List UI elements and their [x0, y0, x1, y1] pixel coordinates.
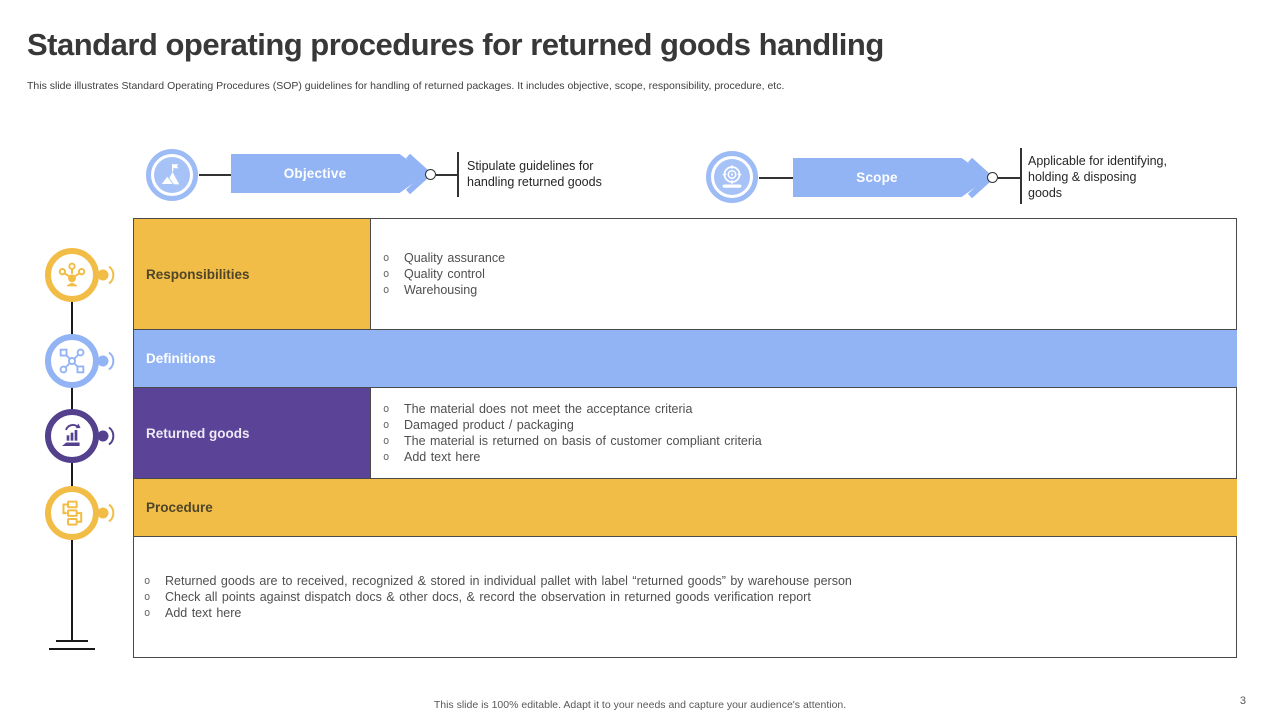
rail-connector: [97, 351, 115, 371]
rail-connector: [97, 426, 115, 446]
page-title: Standard operating procedures for return…: [27, 27, 884, 62]
target-scope-icon: [706, 151, 758, 203]
procedure-flowchart-icon: [45, 486, 99, 540]
row-label: Definitions: [146, 351, 216, 366]
bullet-item: Returned goods are to received, recogniz…: [142, 573, 852, 589]
bullet-item: Add text here: [142, 605, 852, 621]
bullet-item: The material does not meet the acceptanc…: [381, 401, 1237, 417]
bullet-item: The material is returned on basis of cus…: [381, 433, 1237, 449]
row-label: Returned goods: [146, 425, 250, 441]
rail-ground-line: [49, 648, 95, 650]
scope-banner-label: Scope: [856, 170, 898, 185]
bullet-item: Add text here: [381, 449, 1237, 465]
objective-banner: Objective: [231, 154, 427, 193]
scope-banner: Scope: [793, 158, 989, 197]
divider-bar: [1020, 148, 1022, 204]
bullet-item: Check all points against dispatch docs &…: [142, 589, 852, 605]
page-subtitle: This slide illustrates Standard Operatin…: [27, 80, 785, 92]
procedure-content-cell: Returned goods are to received, recogniz…: [134, 537, 1237, 657]
row-label: Procedure: [146, 500, 213, 515]
page-number: 3: [1239, 695, 1246, 707]
row-header-responsibilities: Responsibilities: [134, 219, 371, 330]
responsibilities-content-cell: Quality assuranceQuality controlWarehous…: [371, 219, 1237, 330]
scope-description: Applicable for identifying, holding & di…: [1028, 154, 1167, 200]
bullet-item: Warehousing: [381, 282, 1237, 298]
objective-description: Stipulate guidelines for handling return…: [467, 159, 602, 189]
bullet-item: Quality control: [381, 266, 1237, 282]
node-circle: [987, 172, 998, 183]
connector-line: [759, 177, 793, 179]
bullet-item: Damaged product / packaging: [381, 417, 1237, 433]
connector-line: [998, 177, 1020, 179]
divider-bar: [457, 152, 459, 197]
objective-banner-label: Objective: [283, 166, 347, 181]
returned-goods-hand-icon: [45, 409, 99, 463]
sop-table: Responsibilities Quality assuranceQualit…: [133, 218, 1237, 658]
team-responsibility-icon: [45, 248, 99, 302]
returned-goods-content-cell: The material does not meet the acceptanc…: [371, 388, 1237, 479]
connector-line: [436, 174, 457, 176]
footer-note: This slide is 100% editable. Adapt it to…: [433, 699, 847, 711]
bullet-item: Quality assurance: [381, 250, 1237, 266]
returned-goods-bullets: The material does not meet the acceptanc…: [381, 401, 1237, 466]
definitions-network-icon: [45, 334, 99, 388]
rail-ground-line: [56, 640, 88, 642]
row-label: Responsibilities: [146, 266, 250, 282]
row-band-definitions: Definitions: [134, 330, 1237, 388]
procedure-bullets: Returned goods are to received, recogniz…: [142, 573, 852, 622]
rail-connector: [97, 503, 115, 523]
connector-line: [199, 174, 231, 176]
node-circle: [425, 169, 436, 180]
responsibilities-bullets: Quality assuranceQuality controlWarehous…: [381, 250, 1237, 299]
mountain-flag-icon: [146, 149, 198, 201]
row-header-returned-goods: Returned goods: [134, 388, 371, 479]
row-band-procedure: Procedure: [134, 479, 1237, 537]
rail-connector: [97, 265, 115, 285]
